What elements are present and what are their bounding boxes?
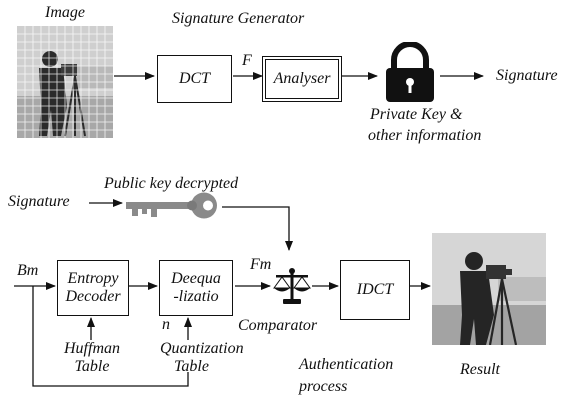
huffman-line2: Table bbox=[74, 357, 110, 375]
auth-line2: process bbox=[299, 377, 348, 395]
analyser-block: Analyser bbox=[265, 59, 339, 99]
dequantization-block: Deequa -lizatio bbox=[159, 260, 233, 316]
padlock-icon bbox=[386, 42, 434, 102]
result-label: Result bbox=[460, 361, 500, 378]
comparator-label: Comparator bbox=[238, 317, 318, 334]
public-key-label: Public key decrypted bbox=[104, 175, 239, 192]
key-icon bbox=[126, 192, 217, 219]
signature-input-label: Signature bbox=[8, 193, 70, 210]
huffman-line1: Huffman bbox=[64, 340, 120, 357]
dct-block: DCT bbox=[157, 55, 232, 103]
balance-scale-icon bbox=[273, 268, 311, 304]
huffman-label: Huffman Table bbox=[62, 340, 122, 375]
entropy-line1: Entropy bbox=[67, 270, 119, 288]
signature-output-label: Signature bbox=[496, 67, 558, 84]
bm-label: Bm bbox=[17, 262, 39, 279]
section-title: Signature Generator bbox=[172, 10, 305, 27]
fm-label: Fm bbox=[250, 256, 272, 273]
image-label: Image bbox=[45, 4, 85, 21]
arrow-key-to-comparator bbox=[222, 206, 293, 251]
quantization-label: Quantization Table bbox=[160, 340, 270, 375]
dequant-line2: -lizatio bbox=[173, 288, 219, 305]
private-key-line2: other information bbox=[368, 127, 482, 144]
auth-line1: Authentication bbox=[299, 356, 394, 373]
quant-line1: Quantization bbox=[160, 340, 244, 357]
entropy-decoder-block: Entropy Decoder bbox=[57, 260, 129, 316]
bypass-loop-line bbox=[32, 286, 189, 387]
quant-line2: Table bbox=[174, 357, 209, 375]
f-label: F bbox=[242, 52, 252, 69]
input-image-photo bbox=[17, 26, 113, 138]
authentication-label: Authentication process bbox=[299, 356, 393, 395]
private-key-line1: Private Key & bbox=[370, 106, 463, 123]
entropy-line2: Decoder bbox=[65, 288, 121, 305]
dequant-line1: Deequa bbox=[171, 270, 221, 288]
idct-block: IDCT bbox=[340, 260, 410, 320]
result-photo bbox=[432, 233, 546, 345]
dequant-n-label: n bbox=[162, 316, 170, 333]
